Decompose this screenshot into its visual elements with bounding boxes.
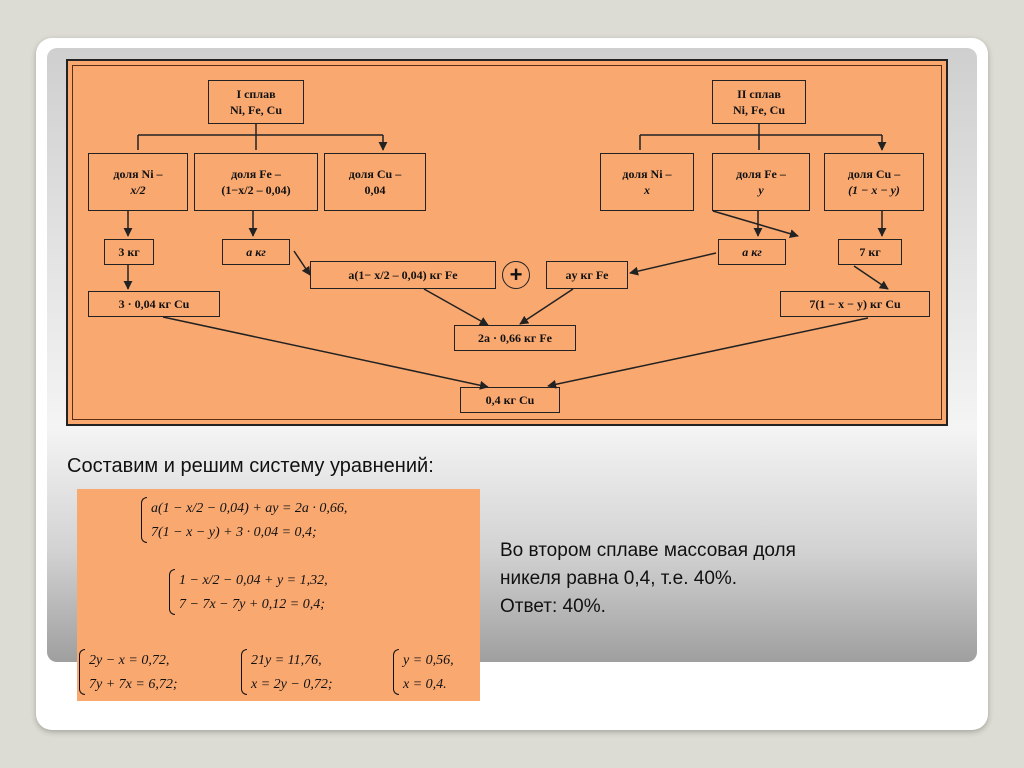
equation-system-3: 2y − x = 0,72, 7y + 7x = 6,72; xyxy=(79,649,177,697)
answer-line-2: никеля равна 0,4, т.е. 40%. xyxy=(500,568,738,589)
equation-system-1: a(1 − x/2 − 0,04) + ay = 2a · 0,66, 7(1 … xyxy=(141,497,347,545)
equations-panel: a(1 − x/2 − 0,04) + ay = 2a · 0,66, 7(1 … xyxy=(77,489,480,701)
equation-line: y = 0,56, xyxy=(403,653,454,668)
connector-cu-left-total xyxy=(162,316,489,390)
alloy1-title: I сплав xyxy=(236,86,276,101)
equation-line: x = 2y − 0,72; xyxy=(251,677,333,692)
equation-system-4: 21y = 11,76, x = 2y − 0,72; xyxy=(241,649,332,697)
cu-left-box: 3 · 0,04 кг Cu xyxy=(88,291,220,317)
alloy1-cu-value: 0,04 xyxy=(364,183,386,197)
cu-total-box: 0,4 кг Cu xyxy=(460,387,560,413)
brace-4 xyxy=(241,649,247,695)
mass-a-left-box: a кг xyxy=(222,239,290,265)
alloy2-title: II сплав xyxy=(737,86,781,101)
alloy2-fe-value: y xyxy=(758,183,764,197)
alloy1-ni-value: x/2 xyxy=(130,183,146,197)
alloy2-fe-share: доля Fe – y xyxy=(712,153,810,211)
alloy1-fe-value: (1−x/2 – 0,04) xyxy=(221,183,291,197)
alloy1-cu-label: доля Cu – xyxy=(348,166,402,181)
brace-2 xyxy=(169,569,175,615)
mass-3kg-box: 3 кг xyxy=(104,239,154,265)
equation-line: 7(1 − x − y) + 3 · 0,04 = 0,4; xyxy=(151,525,317,540)
alloy1-box: I сплав Ni, Fe, Cu xyxy=(208,80,304,124)
equation-line: 1 − x/2 − 0,04 + y = 1,32, xyxy=(179,573,328,588)
connector-ni2-mass xyxy=(712,210,799,239)
alloy1-ni-share: доля Ni – x/2 xyxy=(88,153,188,211)
equation-line: 2y − x = 0,72, xyxy=(89,653,170,668)
alloy1-cu-share: доля Cu – 0,04 xyxy=(324,153,426,211)
equation-line: a(1 − x/2 − 0,04) + ay = 2a · 0,66, xyxy=(151,501,348,516)
equation-system-2: 1 − x/2 − 0,04 + y = 1,32, 7 − 7x − 7y +… xyxy=(169,569,328,617)
alloy1-fe-label: доля Fe – xyxy=(231,166,281,181)
equation-line: 7y + 7x = 6,72; xyxy=(89,677,178,692)
diagram-connectors xyxy=(123,124,950,390)
alloy2-ni-label: доля Ni – xyxy=(622,166,672,181)
equation-line: 7 − 7x − 7y + 0,12 = 0,4; xyxy=(179,597,325,612)
connector-massa-right-fe xyxy=(629,252,717,276)
alloy2-fe-label: доля Fe – xyxy=(736,166,786,181)
connector-fe-right-total xyxy=(519,288,574,325)
brace-1 xyxy=(141,497,147,543)
mass-7kg-box: 7 кг xyxy=(838,239,902,265)
diagram-inner-border xyxy=(72,65,942,420)
alloy-diagram: I сплав Ni, Fe, Cu II сплав Ni, Fe, Cu д… xyxy=(66,59,948,426)
connector-alloy2-branch xyxy=(639,124,882,150)
fe-total-box: 2a · 0,66 кг Fe xyxy=(454,325,576,351)
equation-system-5: y = 0,56, x = 0,4. xyxy=(393,649,454,697)
mass-a-right-box: a кг xyxy=(718,239,786,265)
fe-left-box: a(1− x/2 – 0,04) кг Fe xyxy=(310,261,496,289)
alloy2-box: II сплав Ni, Fe, Cu xyxy=(712,80,806,124)
alloy2-cu-label: доля Cu – xyxy=(847,166,901,181)
equation-line: 21y = 11,76, xyxy=(251,653,322,668)
answer-line-1: Во втором сплаве массовая доля xyxy=(500,540,796,561)
solve-heading: Составим и решим систему уравнений: xyxy=(67,455,434,477)
cu-right-box: 7(1 − x − y) кг Cu xyxy=(780,291,930,317)
fe-right-box: ay кг Fe xyxy=(546,261,628,289)
equation-line: x = 0,4. xyxy=(403,677,447,692)
plus-icon: + xyxy=(502,261,530,289)
alloy2-cu-share: доля Cu – (1 − x − y) xyxy=(824,153,924,211)
brace-5 xyxy=(393,649,399,695)
connector-massa-fe xyxy=(293,250,311,276)
connector-mass7-cu xyxy=(853,265,889,290)
alloy2-cu-value: (1 − x − y) xyxy=(848,183,900,197)
connector-cu-right-total xyxy=(547,317,869,389)
brace-3 xyxy=(79,649,85,695)
alloy2-ni-share: доля Ni – x xyxy=(600,153,694,211)
alloy1-ni-label: доля Ni – xyxy=(113,166,163,181)
alloy2-metals: Ni, Fe, Cu xyxy=(733,103,785,117)
alloy1-fe-share: доля Fe – (1−x/2 – 0,04) xyxy=(194,153,318,211)
alloy1-metals: Ni, Fe, Cu xyxy=(230,103,282,117)
connector-alloy1-branch xyxy=(137,124,383,150)
alloy2-ni-value: x xyxy=(644,183,650,197)
connector-fe-left-total xyxy=(423,288,489,326)
answer-line-3: Ответ: 40%. xyxy=(500,596,606,617)
